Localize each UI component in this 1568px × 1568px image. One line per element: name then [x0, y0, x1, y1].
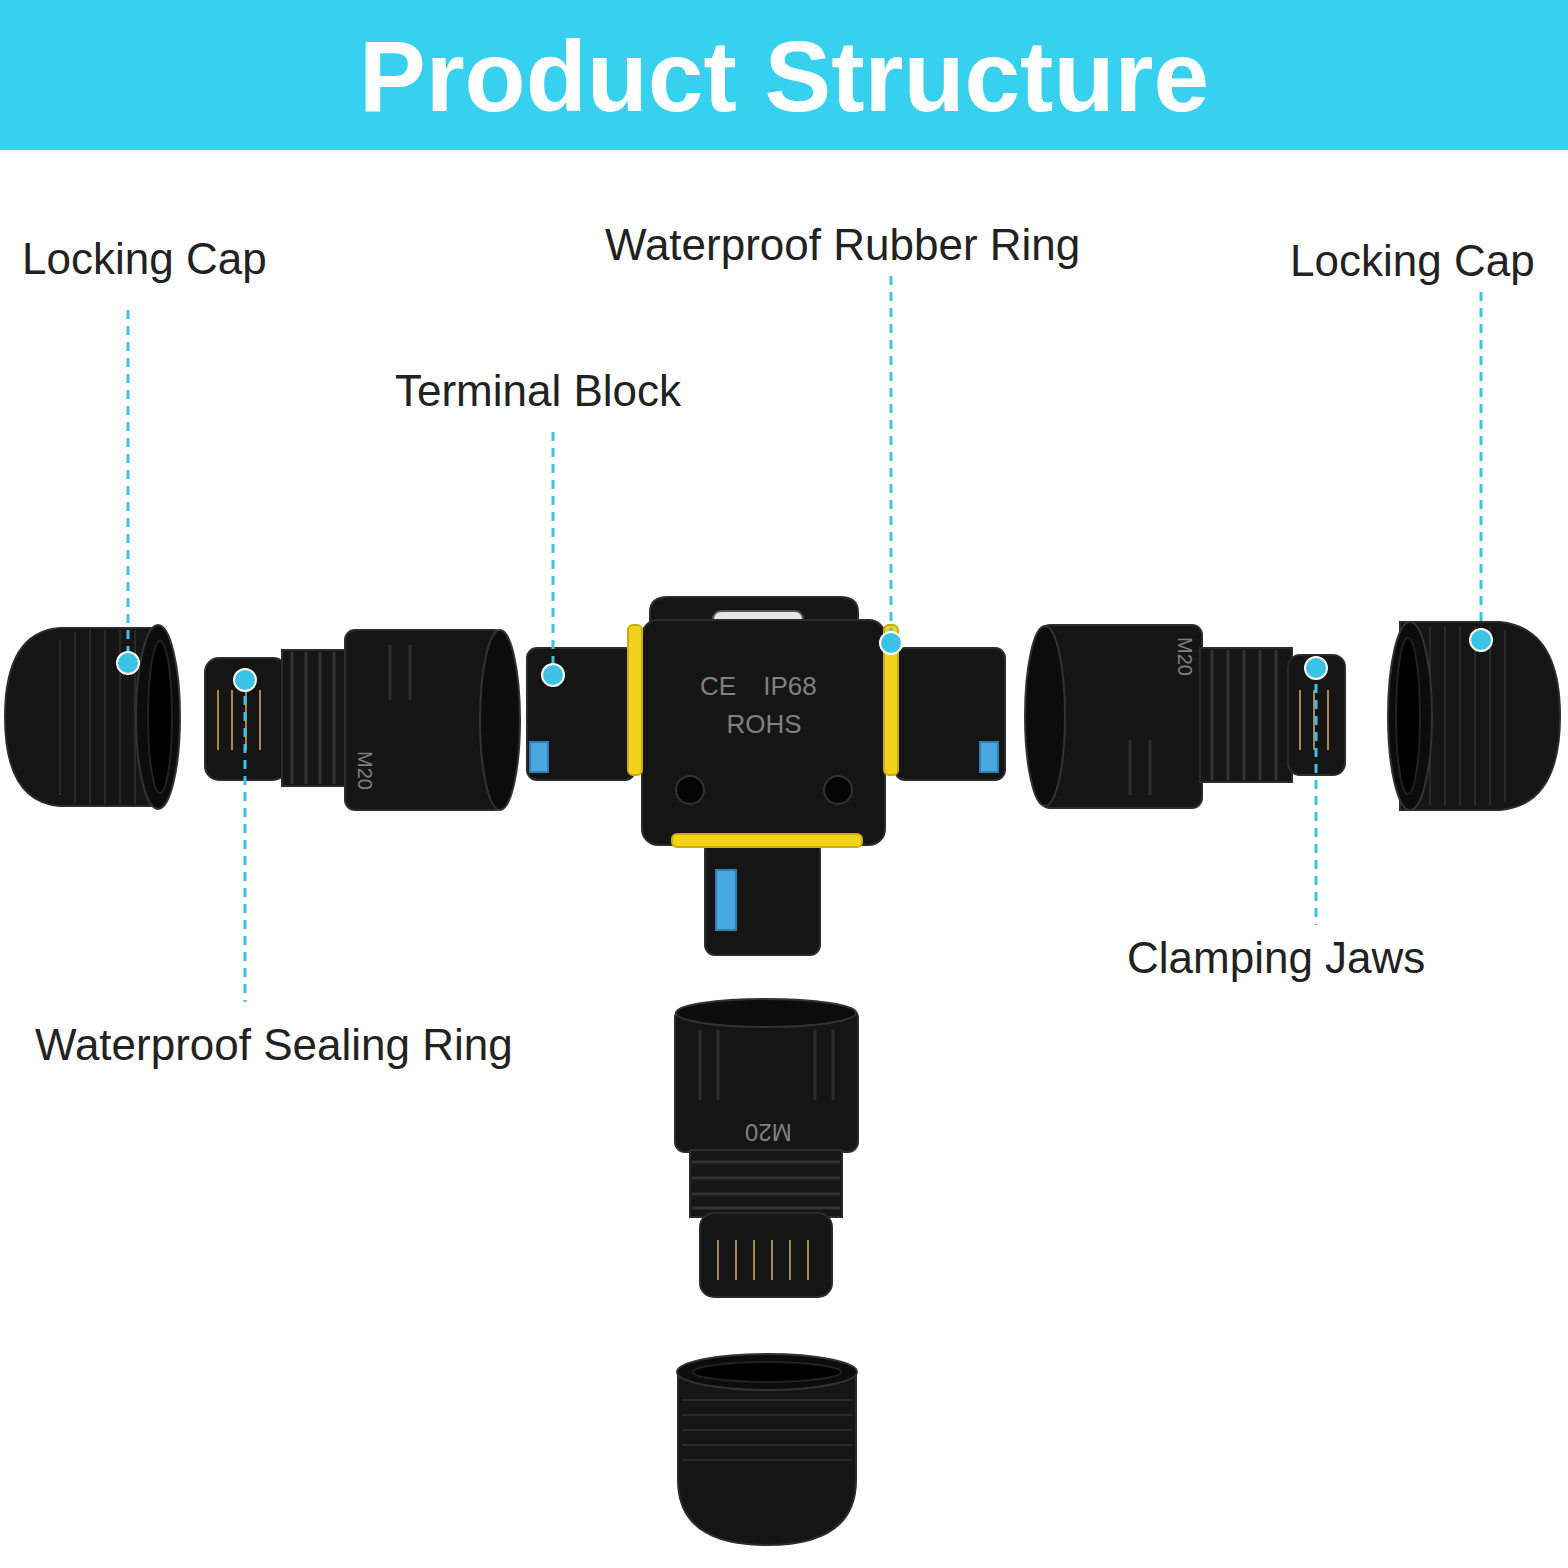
size-mark: M20 [745, 1118, 792, 1146]
housing-mark: IP68 [763, 672, 817, 702]
title-text: Product Structure [359, 19, 1209, 134]
size-mark: M20 [353, 751, 376, 790]
part-label: Waterproof Sealing Ring [35, 1020, 513, 1071]
part-label: Clamping Jaws [1127, 933, 1425, 984]
part-label: Locking Cap [22, 234, 267, 285]
part-label: Waterproof Rubber Ring [605, 220, 1080, 271]
housing-mark: ROHS [726, 710, 801, 740]
housing-mark: CE [700, 672, 736, 702]
part-label: Terminal Block [395, 366, 681, 417]
part-label: Locking Cap [1290, 236, 1535, 287]
size-mark: M20 [1173, 637, 1196, 676]
